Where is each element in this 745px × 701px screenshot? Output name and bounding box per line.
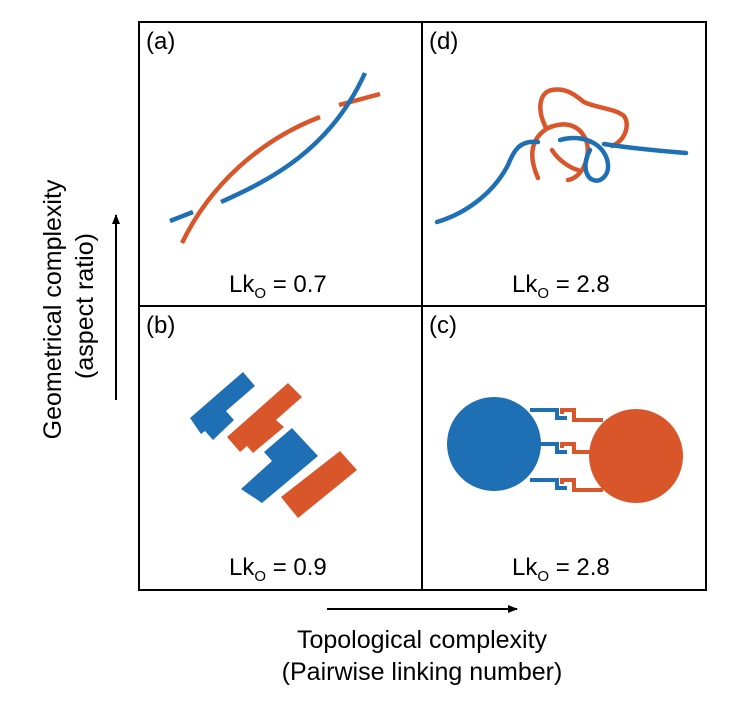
- panel-a-orange-strand: [179, 114, 321, 244]
- panel-d-tag: (d): [429, 28, 458, 55]
- panel-c-blue-tether-2: [538, 442, 567, 454]
- panel-d-linking-number: LkO = 2.8: [512, 271, 610, 302]
- panel-grid: [138, 21, 707, 591]
- panel-b-blue-block-1: [190, 372, 255, 440]
- panel-b-tag: (b): [146, 312, 175, 339]
- x-axis: Topological complexity (Pairwise linking…: [282, 605, 563, 686]
- panel-a: (a) LkO = 0.7: [146, 28, 381, 302]
- panel-c-orange-sphere: [589, 409, 683, 503]
- y-axis-label: Geometrical complexity (aspect ratio): [39, 173, 99, 440]
- panel-d-orange-loop: [538, 87, 629, 149]
- panel-c: (c) LkO = 2.8: [429, 312, 683, 585]
- panel-c-blue-tether-3: [530, 478, 567, 490]
- panel-d-blue-loop: [557, 135, 611, 183]
- panel-a-orange-tail: [338, 91, 381, 108]
- panel-a-linking-number: LkO = 0.7: [229, 271, 327, 302]
- panel-c-orange-tether-3: [560, 478, 603, 492]
- panel-b-orange-block-2: [281, 451, 357, 518]
- panel-d-orange-tail: [549, 147, 581, 173]
- panel-b-linking-number: LkO = 0.9: [229, 554, 327, 585]
- x-axis-label-line1: Topological complexity: [297, 626, 548, 654]
- y-axis: Geometrical complexity (aspect ratio): [39, 173, 120, 440]
- panel-d-blue-tail: [601, 141, 689, 156]
- panel-c-tethers: [530, 408, 603, 492]
- panel-c-orange-tether-1: [560, 408, 603, 422]
- panel-b-blue-block-2: [241, 428, 318, 503]
- panel-a-blue-strand-lower: [169, 209, 194, 224]
- panel-c-linking-number: LkO = 2.8: [512, 554, 610, 585]
- panel-c-blue-sphere: [447, 397, 541, 491]
- panel-b-blocks: [190, 372, 357, 518]
- x-axis-label-line2: (Pairwise linking number): [282, 658, 563, 686]
- panel-d-knot: [434, 87, 689, 225]
- panel-d: (d) LkO = 2.8: [429, 28, 689, 302]
- panel-c-tag: (c): [429, 312, 457, 339]
- panel-d-blue-strand: [434, 139, 541, 225]
- panel-a-tag: (a): [146, 28, 175, 55]
- panel-b-orange-block-1: [227, 383, 302, 453]
- panel-a-strands: [169, 72, 381, 244]
- panel-c-orange-tether-2: [560, 442, 595, 454]
- panel-a-blue-strand-upper: [220, 72, 368, 205]
- panel-c-blue-tether-1: [530, 408, 567, 420]
- panel-b: (b) LkO = 0.9: [146, 312, 357, 585]
